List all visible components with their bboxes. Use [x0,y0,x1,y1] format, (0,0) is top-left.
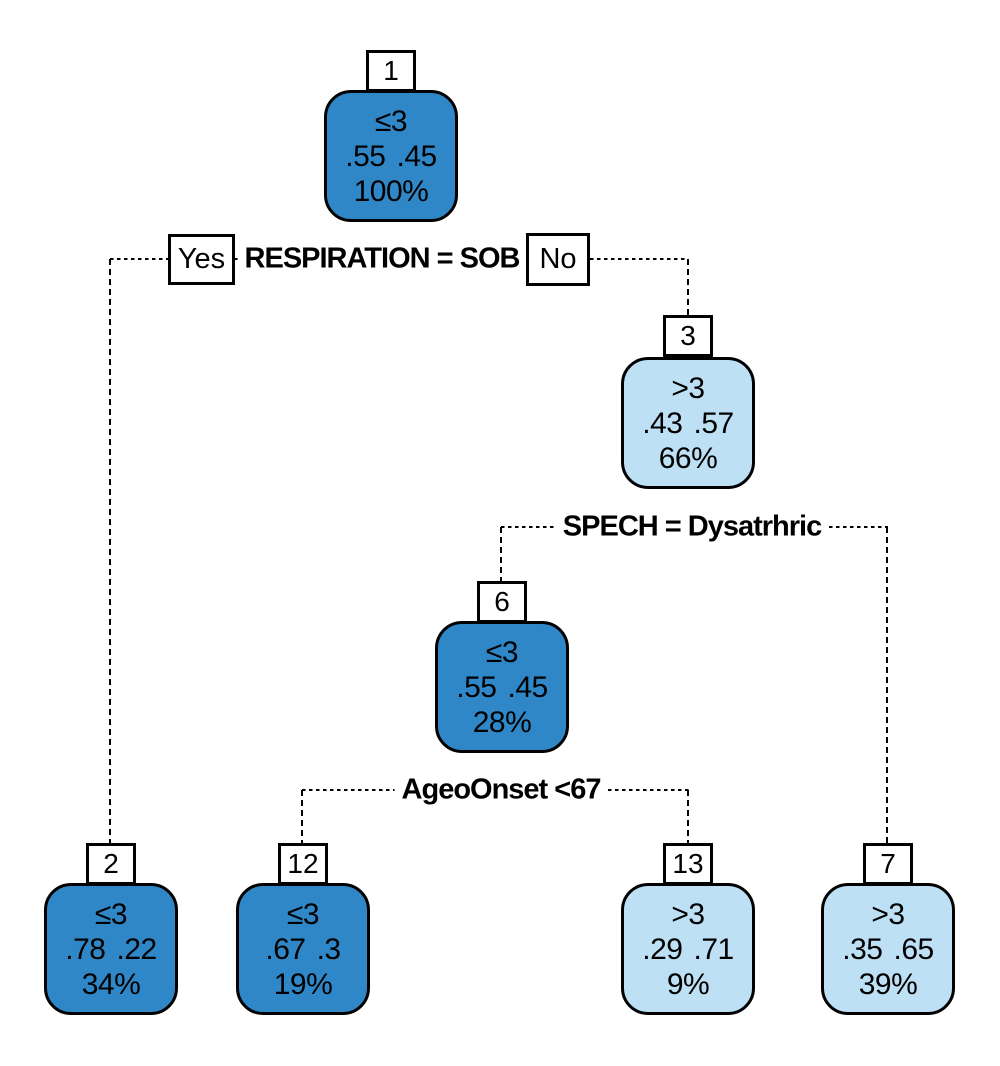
node-prob-right: .3 [316,932,342,966]
branch-line-split3-right [580,789,689,791]
node-number: 13 [672,848,704,879]
node-number: 7 [880,848,896,879]
node-coverage: 9% [666,967,710,1001]
node-prob-right: .57 [693,406,735,440]
yes-branch-box: Yes [168,234,235,285]
split-label-spech: SPECH = Dysatrhric [555,510,829,544]
branch-line-split3-yes-down [301,790,303,843]
node-number-badge-7: 7 [863,843,913,885]
node-coverage: 100% [353,174,429,208]
node-prob-left: .43 [642,406,683,440]
node-pred-label: >3 [671,371,705,405]
node-pred-label: >3 [871,897,905,931]
node-pred-label: ≤3 [485,635,519,669]
no-branch-box: No [526,233,590,286]
node-probabilities: .35 .65 [842,932,935,967]
node-coverage: 66% [658,441,718,475]
split-label-ageoonset: AgeoOnset <67 [394,773,608,807]
node-pred-label: ≤3 [286,897,320,931]
tree-node-6: ≤3 .55 .45 28% [435,621,569,753]
node-number: 3 [680,320,696,351]
node-number-badge-2: 2 [86,843,136,885]
node-prob-left: .67 [265,932,306,966]
node-prob-left: .35 [842,932,883,966]
node-probabilities: .55 .45 [345,139,438,174]
node-prob-right: .45 [507,670,549,704]
branch-line-split2-left [501,526,601,528]
node-number: 1 [383,55,399,86]
branch-line-split2-right [780,526,888,528]
node-probabilities: .78 .22 [65,932,158,967]
tree-node-7: >3 .35 .65 39% [821,883,955,1015]
branch-line-split1-right-b [590,258,688,260]
branch-line-split1-yes-down [109,259,111,843]
branch-line-split1-left-a [110,258,168,260]
node-coverage: 19% [273,967,333,1001]
node-pred-label: >3 [671,897,705,931]
node-prob-right: .71 [693,932,735,966]
branch-line-split2-no-down [886,527,888,843]
branch-line-split3-left [302,789,422,791]
node-coverage: 34% [81,967,141,1001]
node-prob-right: .65 [893,932,935,966]
node-prob-right: .22 [116,932,158,966]
node-pred-label: ≤3 [94,897,128,931]
node-probabilities: .55 .45 [456,670,549,705]
node-pred-label: ≤3 [374,104,408,138]
node-coverage: 39% [858,967,918,1001]
node-probabilities: .29 .71 [642,932,735,967]
tree-node-13: >3 .29 .71 9% [621,883,755,1015]
tree-node-12: ≤3 .67 .3 19% [236,883,370,1015]
node-coverage: 28% [472,705,532,739]
split-label-respiration: RESPIRATION = SOB [237,242,527,276]
node-number: 2 [103,848,119,879]
node-prob-left: .55 [345,139,386,173]
branch-line-split1-no-down [687,259,689,317]
node-number: 6 [494,586,510,617]
branch-line-split3-no-down [687,790,689,843]
tree-node-1: ≤3 .55 .45 100% [324,90,458,222]
node-number-badge-1: 1 [366,50,416,92]
node-prob-right: .45 [396,139,438,173]
tree-node-2: ≤3 .78 .22 34% [44,883,178,1015]
node-number-badge-6: 6 [477,581,527,623]
node-prob-left: .55 [456,670,497,704]
branch-line-split2-yes-down [500,527,502,581]
node-prob-left: .29 [642,932,683,966]
tree-node-3: >3 .43 .57 66% [621,357,755,489]
node-probabilities: .67 .3 [265,932,342,967]
node-number: 12 [287,848,319,879]
node-probabilities: .43 .57 [642,406,735,441]
node-number-badge-3: 3 [663,315,713,357]
node-number-badge-12: 12 [278,843,328,885]
node-number-badge-13: 13 [663,843,713,885]
node-prob-left: .78 [65,932,106,966]
